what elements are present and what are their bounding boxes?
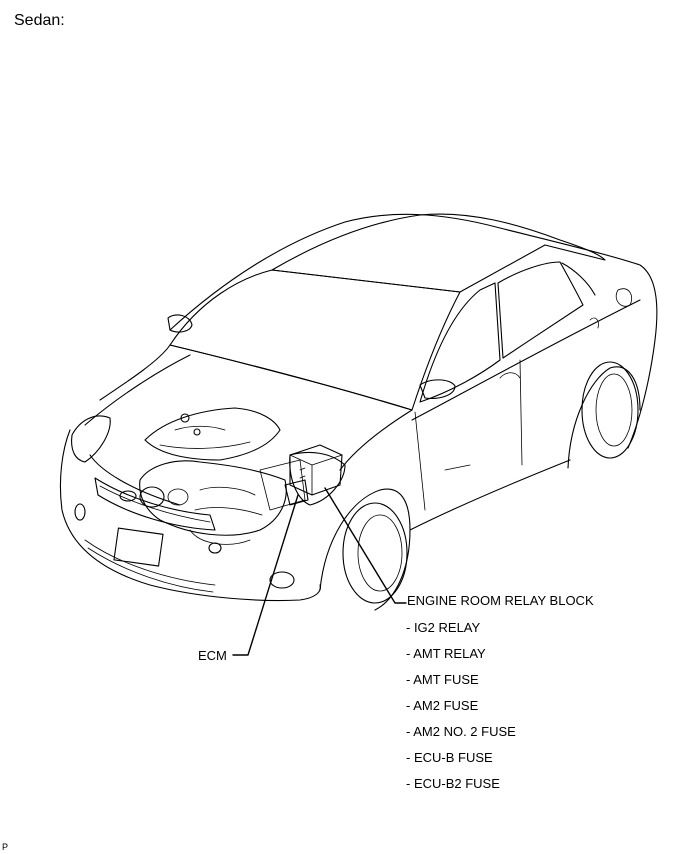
ecm-callout: ECM — [198, 648, 227, 663]
relay-item-ecu-b2-fuse: - ECU-B2 FUSE — [406, 776, 500, 791]
footer-code: P — [2, 842, 9, 852]
relay-item-ig2-relay: - IG2 RELAY — [406, 620, 481, 635]
relay-item-am2-no2-fuse: - AM2 NO. 2 FUSE — [406, 724, 516, 739]
relay-item-am2-fuse: - AM2 FUSE — [406, 698, 479, 713]
relay-item-amt-relay: - AMT RELAY — [406, 646, 486, 661]
relay-block-callout: ENGINE ROOM RELAY BLOCK — [407, 593, 594, 608]
page-title: Sedan: — [14, 12, 65, 29]
relay-item-amt-fuse: - AMT FUSE — [406, 672, 479, 687]
relay-item-ecu-b-fuse: - ECU-B FUSE — [406, 750, 493, 765]
